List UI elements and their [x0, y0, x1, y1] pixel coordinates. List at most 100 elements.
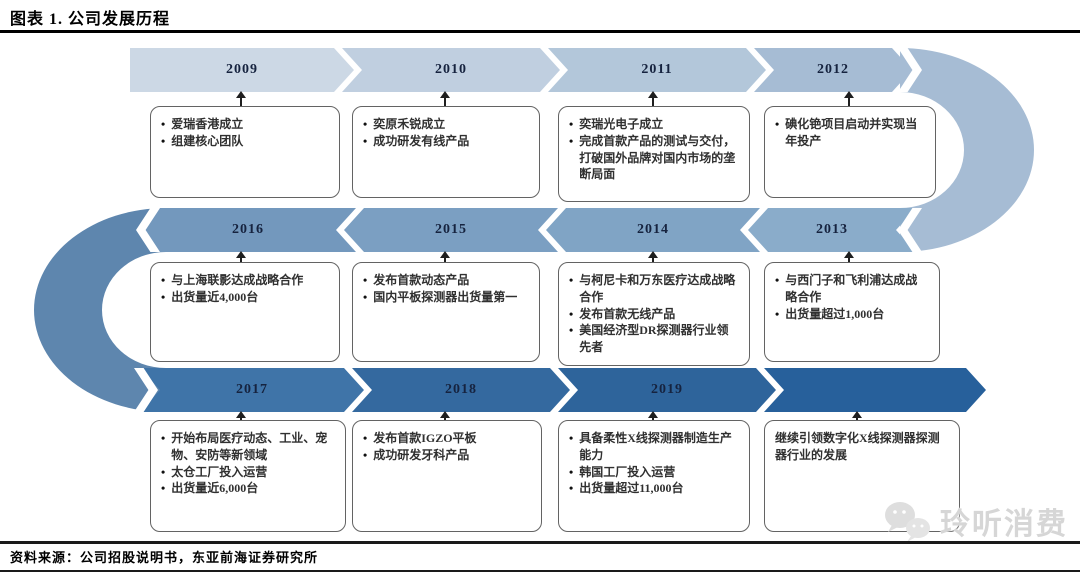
milestone-text: 完成首款产品的测试与交付，打破国外品牌对国内市场的垄断局面 — [579, 133, 736, 182]
bullet-marker — [161, 272, 165, 289]
milestone-text: 发布首款无线产品 — [579, 306, 676, 321]
bullet-marker — [775, 272, 779, 306]
timeline-chevron-2018: 2018 — [352, 368, 570, 412]
milestone-text: 美国经济型DR探测器行业领先者 — [579, 323, 729, 355]
bullet-marker — [569, 480, 573, 497]
timeline-chevron-2012: 2012 — [754, 48, 912, 92]
milestone-box-2016: 与上海联影达成战略合作 出货量近4,000台 — [150, 262, 340, 362]
bullet-marker — [363, 272, 367, 289]
bullet-marker — [569, 430, 573, 464]
timeline-chevron-2017: 2017 — [140, 368, 364, 412]
connector-arrow-2019 — [648, 411, 658, 420]
milestone-text: 发布首款IGZO平板 — [373, 431, 477, 445]
milestone-box-2011: 奕瑞光电子成立 完成首款产品的测试与交付，打破国外品牌对国内市场的垄断局面 — [558, 106, 750, 202]
milestone-text: 碘化铯项目启动并实现当年投产 — [785, 117, 918, 148]
left-uturn-curve — [34, 208, 166, 412]
bullet-marker — [363, 430, 367, 447]
milestone-text: 国内平板探测器出货量第一 — [373, 289, 518, 304]
right-uturn-curve — [900, 48, 1034, 252]
year-label: 2014 — [637, 222, 669, 237]
bullet-marker — [161, 133, 165, 150]
year-label: 2010 — [435, 62, 467, 77]
milestone-text: 出货量超过1,000台 — [785, 306, 885, 321]
milestone-box-2015: 发布首款动态产品 国内平板探测器出货量第一 — [352, 262, 540, 362]
milestone-box-2018: 发布首款IGZO平板 成功研发牙科产品 — [352, 420, 542, 532]
bullet-marker — [569, 306, 573, 323]
connector-arrow-2012 — [844, 91, 854, 106]
timeline-chevron-future — [764, 368, 986, 412]
year-label: 2018 — [445, 382, 477, 397]
bullet-marker — [569, 464, 573, 481]
milestone-text: 爱瑞香港成立 — [171, 117, 244, 131]
footer-divider — [0, 541, 1080, 544]
milestone-text: 发布首款动态产品 — [373, 273, 470, 287]
bullet-marker — [569, 116, 573, 133]
bullet-marker — [161, 464, 165, 481]
timeline-chevron-2011: 2011 — [548, 48, 766, 92]
connector-arrow-2015 — [440, 251, 450, 262]
milestone-box-2019: 具备柔性X线探测器制造生产能力 韩国工厂投入运营 出货量超过11,000台 — [558, 420, 750, 532]
connector-arrow-2010 — [440, 91, 450, 106]
connector-arrow-future — [852, 411, 862, 420]
title-divider — [0, 30, 1080, 33]
watermark-text: 玲听消费 — [940, 508, 1068, 541]
milestone-text: 与上海联影达成战略合作 — [171, 273, 304, 287]
wechat-icon — [885, 502, 930, 542]
timeline-chevron-2010: 2010 — [342, 48, 560, 92]
year-label: 2011 — [641, 62, 673, 77]
bullet-marker — [363, 116, 367, 133]
timeline-chevron-2014: 2014 — [546, 208, 760, 252]
timeline-chevron-2013: 2013 — [748, 208, 916, 252]
year-label: 2009 — [226, 62, 258, 77]
bullet-marker — [569, 322, 573, 356]
timeline-chevron-2019: 2019 — [558, 368, 776, 412]
year-label: 2015 — [435, 222, 467, 237]
source-note: 资料来源：公司招股说明书，东亚前海证券研究所 — [10, 550, 319, 565]
bullet-marker — [775, 306, 779, 323]
connector-arrow-2011 — [648, 91, 658, 106]
milestone-text: 与柯尼卡和万东医疗达成战略合作 — [579, 273, 736, 304]
milestone-text: 具备柔性X线探测器制造生产能力 — [579, 431, 732, 462]
milestone-text: 出货量近6,000台 — [171, 481, 259, 496]
year-label: 2016 — [232, 222, 264, 237]
milestone-box-2010: 奕原禾锐成立 成功研发有线产品 — [352, 106, 540, 198]
connector-arrow-2016 — [236, 251, 246, 262]
milestone-box-2017: 开始布局医疗动态、工业、宠物、安防等新领域 太仓工厂投入运营 出货量近6,000… — [150, 420, 346, 532]
bullet-marker — [161, 289, 165, 306]
milestone-box-future: 继续引领数字化X线探测器探测器行业的发展 — [764, 420, 960, 532]
milestone-text: 出货量超过11,000台 — [579, 481, 684, 496]
connector-arrow-2018 — [440, 411, 450, 420]
milestone-box-2012: 碘化铯项目启动并实现当年投产 — [764, 106, 936, 198]
milestone-text: 出货量近4,000台 — [171, 289, 259, 304]
year-label: 2013 — [816, 222, 848, 237]
milestone-text: 成功研发牙科产品 — [373, 447, 470, 462]
milestone-box-2009: 爱瑞香港成立 组建核心团队 — [150, 106, 340, 198]
milestone-text: 继续引领数字化X线探测器探测器行业的发展 — [775, 431, 940, 463]
bullet-marker — [161, 480, 165, 497]
timeline-chevron-2016: 2016 — [140, 208, 356, 252]
year-label: 2019 — [651, 382, 683, 397]
bottom-border — [0, 570, 1080, 572]
connector-arrow-2009 — [236, 91, 246, 106]
figure-title: 图表 1. 公司发展历程 — [10, 11, 171, 28]
connector-arrow-2017 — [236, 411, 246, 420]
bullet-marker — [161, 430, 165, 464]
milestone-text: 奕瑞光电子成立 — [579, 117, 664, 131]
bullet-marker — [775, 116, 779, 150]
milestone-box-2013: 与西门子和飞利浦达成战略合作 出货量超过1,000台 — [764, 262, 940, 362]
milestone-text: 太仓工厂投入运营 — [171, 464, 268, 479]
bullet-marker — [161, 116, 165, 133]
milestone-text: 与西门子和飞利浦达成战略合作 — [785, 273, 918, 304]
year-label: 2017 — [236, 382, 268, 397]
milestone-text: 成功研发有线产品 — [373, 133, 470, 148]
milestone-text: 开始布局医疗动态、工业、宠物、安防等新领域 — [171, 431, 328, 462]
bullet-marker — [569, 133, 573, 183]
milestone-text: 组建核心团队 — [171, 133, 244, 148]
bullet-marker — [363, 447, 367, 464]
bullet-marker — [363, 133, 367, 150]
connector-arrow-2013 — [844, 251, 854, 262]
timeline-chevron-2015: 2015 — [344, 208, 558, 252]
milestone-text: 韩国工厂投入运营 — [579, 464, 676, 479]
